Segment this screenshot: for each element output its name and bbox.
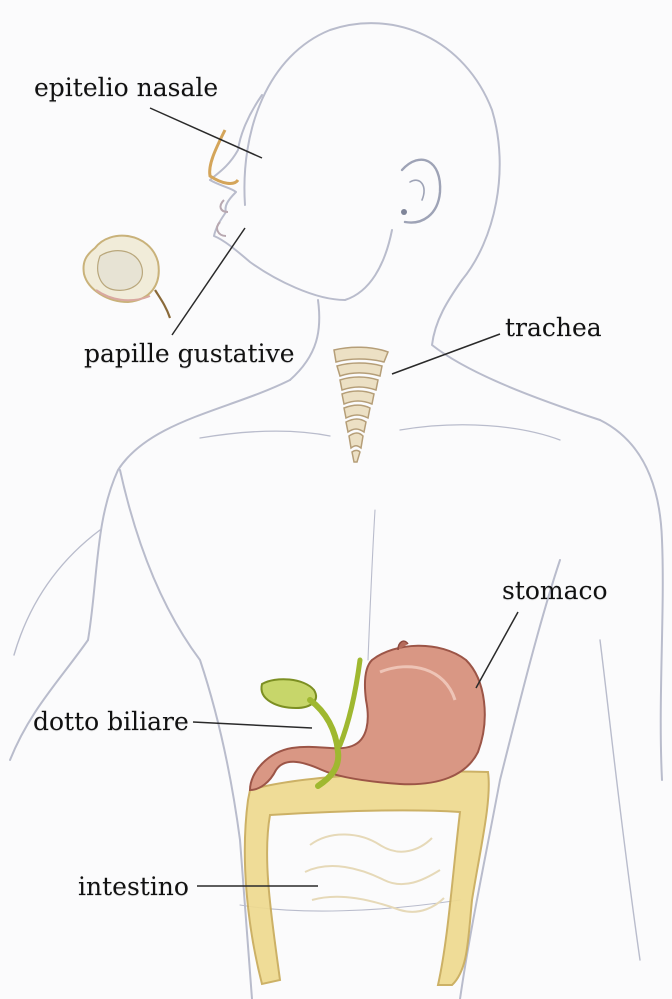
label-stomaco: stomaco bbox=[502, 578, 608, 603]
label-papille-gustative: papille gustative bbox=[84, 341, 295, 366]
label-intestino: intestino bbox=[78, 874, 189, 899]
label-epitelio-nasale: epitelio nasale bbox=[34, 75, 218, 100]
label-trachea: trachea bbox=[505, 315, 602, 340]
label-dotto-biliare: dotto biliare bbox=[33, 709, 189, 734]
